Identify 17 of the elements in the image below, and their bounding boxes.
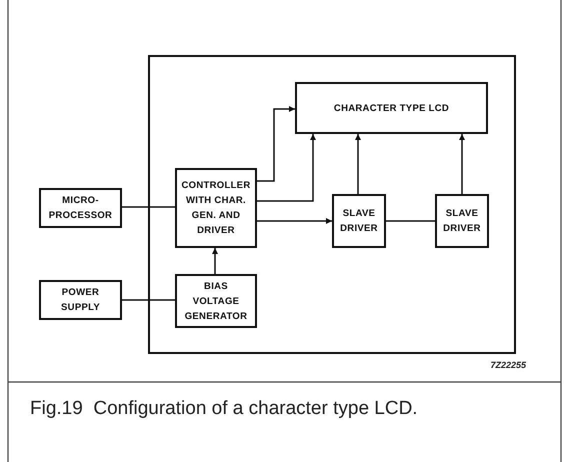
block-box bbox=[39, 188, 122, 228]
block-label: CONTROLLER WITH CHAR. GEN. AND DRIVER bbox=[180, 179, 252, 238]
block-label: BIAS VOLTAGE GENERATOR bbox=[184, 280, 248, 324]
block-box bbox=[39, 280, 122, 320]
block-box bbox=[435, 194, 489, 248]
block-label: MICRO- PROCESSOR bbox=[48, 194, 114, 223]
block-label: POWER SUPPLY bbox=[60, 286, 101, 315]
figure-code: 7Z22255 bbox=[490, 360, 526, 370]
figure-caption: Fig.19 Configuration of a character type LCD. bbox=[30, 398, 418, 420]
block-box bbox=[295, 82, 488, 134]
block-box bbox=[175, 168, 257, 248]
block-box bbox=[175, 274, 257, 328]
enclosure-frame bbox=[148, 55, 516, 354]
block-box bbox=[332, 194, 386, 248]
block-label: SLAVE DRIVER bbox=[339, 207, 379, 236]
block-label: SLAVE DRIVER bbox=[442, 207, 482, 236]
block-label: CHARACTER TYPE LCD bbox=[332, 102, 450, 116]
